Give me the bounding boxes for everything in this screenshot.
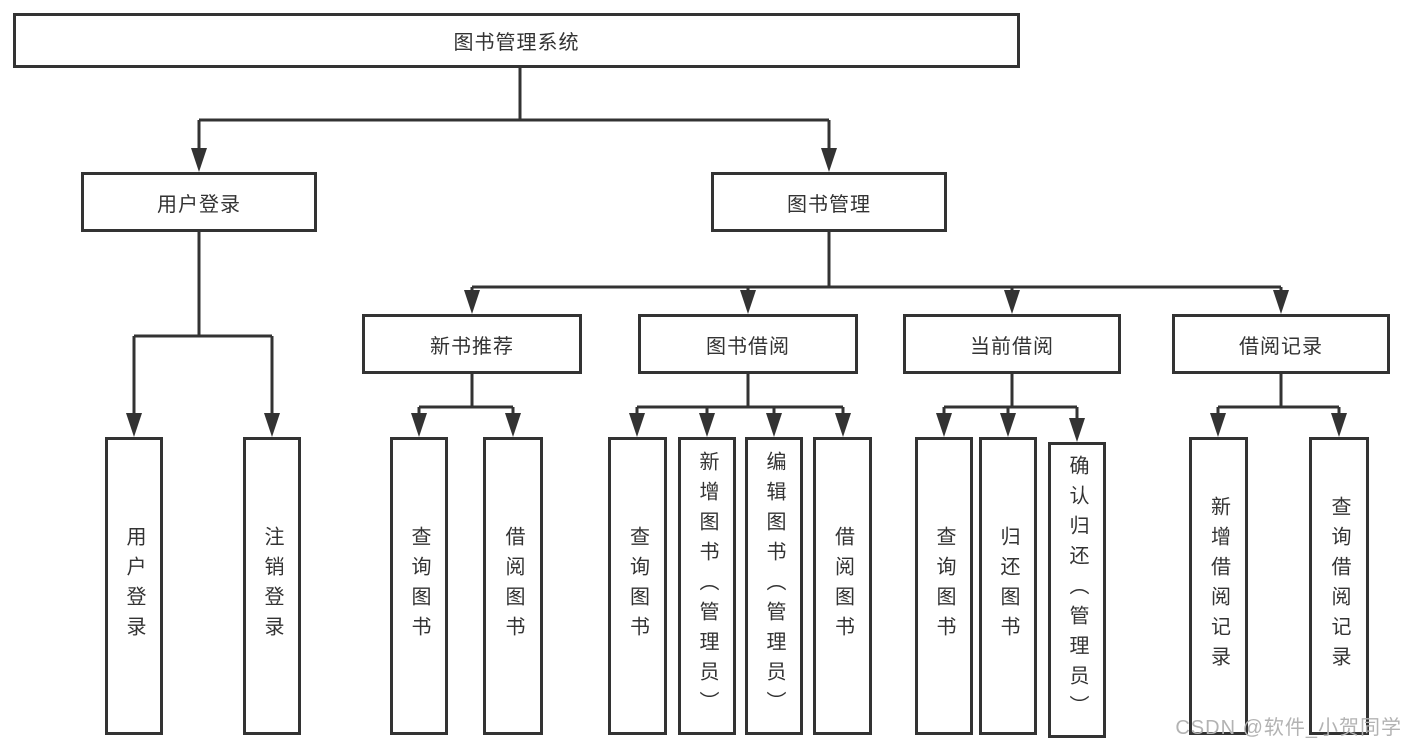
connector-root-to-level2 xyxy=(191,68,837,172)
arrowhead-icon xyxy=(1210,413,1226,437)
leaf-return-book: 归还图书 xyxy=(979,437,1037,735)
arrowhead-icon xyxy=(1069,418,1085,442)
arrowhead-icon xyxy=(1273,290,1289,314)
arrowhead-icon xyxy=(821,148,837,172)
leaf-logout: 注销登录 xyxy=(243,437,301,735)
arrowhead-icon xyxy=(464,290,480,314)
leaf-add-borrow-record: 新增借阅记录 xyxy=(1189,437,1248,735)
leaf-query-books-borrow: 查询图书 xyxy=(608,437,667,735)
node-current-borrow: 当前借阅 xyxy=(903,314,1121,374)
connector-current-borrow-children xyxy=(936,374,1085,442)
arrowhead-icon xyxy=(505,413,521,437)
arrowhead-icon xyxy=(191,148,207,172)
arrowhead-icon xyxy=(740,290,756,314)
connector-book-management-children xyxy=(464,232,1289,314)
leaf-edit-book-admin: 编辑图书（管理员） xyxy=(745,437,803,735)
node-user-login: 用户登录 xyxy=(81,172,317,232)
node-borrow-records: 借阅记录 xyxy=(1172,314,1390,374)
arrowhead-icon xyxy=(126,413,142,437)
leaf-borrow-books-recommend: 借阅图书 xyxy=(483,437,543,735)
arrowhead-icon xyxy=(1004,290,1020,314)
leaf-confirm-return-admin: 确认归还（管理员） xyxy=(1048,442,1106,738)
leaf-query-borrow-record: 查询借阅记录 xyxy=(1309,437,1369,735)
leaf-query-books-current: 查询图书 xyxy=(915,437,973,735)
leaf-add-book-admin: 新增图书（管理员） xyxy=(678,437,736,735)
arrowhead-icon xyxy=(766,413,782,437)
arrowhead-icon xyxy=(411,413,427,437)
connector-book-borrow-children xyxy=(629,374,851,437)
node-book-borrow: 图书借阅 xyxy=(638,314,858,374)
connector-user-login-children xyxy=(126,232,280,437)
node-new-book-recommend: 新书推荐 xyxy=(362,314,582,374)
leaf-user-login: 用户登录 xyxy=(105,437,163,735)
watermark-text: CSDN @软件_小贺同学 xyxy=(1175,717,1402,739)
node-book-management: 图书管理 xyxy=(711,172,947,232)
arrowhead-icon xyxy=(1000,413,1016,437)
node-root-library-system: 图书管理系统 xyxy=(13,13,1020,68)
connector-borrow-records-children xyxy=(1210,374,1347,437)
arrowhead-icon xyxy=(835,413,851,437)
arrowhead-icon xyxy=(699,413,715,437)
arrowhead-icon xyxy=(629,413,645,437)
arrowhead-icon xyxy=(936,413,952,437)
leaf-borrow-books: 借阅图书 xyxy=(813,437,872,735)
arrowhead-icon xyxy=(264,413,280,437)
connector-new-book-recommend-children xyxy=(411,374,521,437)
arrowhead-icon xyxy=(1331,413,1347,437)
leaf-query-books-recommend: 查询图书 xyxy=(390,437,448,735)
